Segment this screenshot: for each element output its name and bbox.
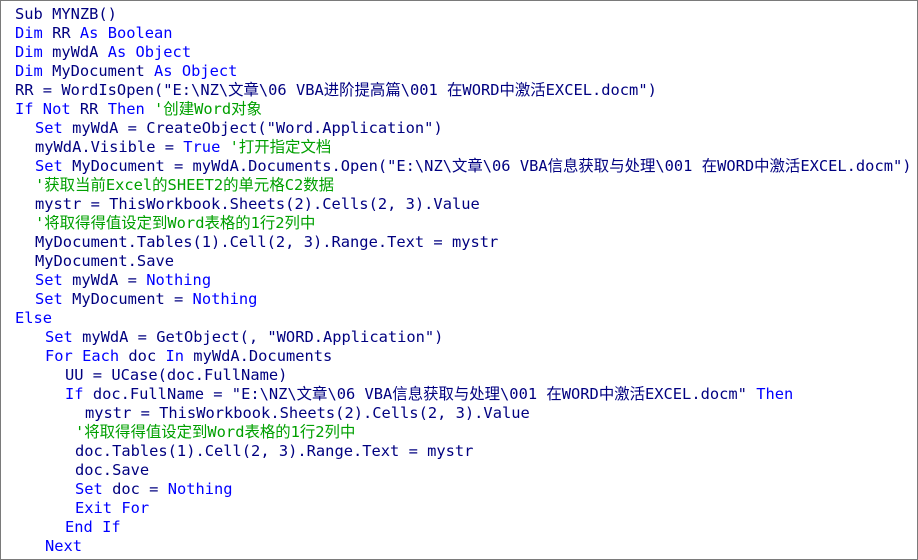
code-keyword: If bbox=[65, 385, 84, 403]
code-token: myWdA.Documents bbox=[184, 347, 333, 365]
code-line[interactable]: MyDocument.Tables(1).Cell(2, 3).Range.Te… bbox=[15, 233, 917, 252]
code-token: doc.Save bbox=[75, 461, 150, 479]
code-keyword: Then bbox=[756, 385, 794, 403]
code-keyword: End If bbox=[65, 518, 121, 536]
code-token: MyDocument.Tables(1).Cell(2, 3).Range.Te… bbox=[35, 233, 499, 251]
code-keyword: For Each bbox=[45, 347, 120, 365]
code-comment: '将取得得值设定到Word表格的1行2列中 bbox=[35, 214, 316, 232]
code-token: myWdA.Visible = bbox=[35, 138, 184, 156]
code-line[interactable]: '获取当前Excel的SHEET2的单元格C2数据 bbox=[15, 176, 917, 195]
code-line[interactable]: myWdA.Visible = True '打开指定文档 bbox=[15, 138, 917, 157]
code-line[interactable]: For Each doc In myWdA.Documents bbox=[15, 347, 917, 366]
code-keyword: Exit For bbox=[75, 499, 150, 517]
code-keyword: Next bbox=[45, 537, 83, 555]
code-keyword: True bbox=[183, 138, 221, 156]
code-line[interactable]: Set doc = Nothing bbox=[15, 480, 917, 499]
code-keyword: Set bbox=[45, 328, 73, 346]
code-token: RR bbox=[42, 24, 80, 42]
code-token: Sub MYNZB() bbox=[15, 5, 117, 23]
code-keyword: As Object bbox=[154, 62, 238, 80]
code-line[interactable]: Set myWdA = CreateObject("Word.Applicati… bbox=[15, 119, 917, 138]
code-token: MyDocument = myWdA.Documents.Open("E:\NZ… bbox=[62, 157, 912, 175]
code-keyword: Dim bbox=[15, 24, 43, 42]
code-token: mystr = ThisWorkbook.Sheets(2).Cells(2, … bbox=[35, 195, 480, 213]
code-token: doc bbox=[119, 347, 166, 365]
code-keyword: Then bbox=[107, 100, 145, 118]
code-comment: '将取得得值设定到Word表格的1行2列中 bbox=[75, 423, 356, 441]
code-token: MyDocument = bbox=[62, 290, 193, 308]
code-keyword: Dim bbox=[15, 43, 43, 61]
code-keyword: If Not bbox=[15, 100, 71, 118]
code-token: RR = WordIsOpen("E:\NZ\文章\06 VBA进阶提高篇\00… bbox=[15, 81, 657, 99]
code-token: doc.Tables(1).Cell(2, 3).Range.Text = my… bbox=[75, 442, 474, 460]
code-line[interactable]: Set myWdA = Nothing bbox=[15, 271, 917, 290]
code-keyword: As Boolean bbox=[79, 24, 173, 42]
code-line[interactable]: mystr = ThisWorkbook.Sheets(2).Cells(2, … bbox=[15, 195, 917, 214]
code-keyword: Nothing bbox=[167, 480, 233, 498]
code-line[interactable]: MyDocument.Save bbox=[15, 252, 917, 271]
code-line[interactable]: doc.Tables(1).Cell(2, 3).Range.Text = my… bbox=[15, 442, 917, 461]
code-token: UU = UCase(doc.FullName) bbox=[65, 366, 288, 384]
code-keyword: In bbox=[165, 347, 185, 365]
code-line[interactable]: '将取得得值设定到Word表格的1行2列中 bbox=[15, 214, 917, 233]
code-line[interactable]: Set MyDocument = myWdA.Documents.Open("E… bbox=[15, 157, 917, 176]
code-token: RR bbox=[70, 100, 108, 118]
code-line[interactable]: mystr = ThisWorkbook.Sheets(2).Cells(2, … bbox=[15, 404, 917, 423]
code-token: doc.FullName = "E:\NZ\文章\06 VBA信息获取与处理\0… bbox=[83, 385, 757, 403]
code-line[interactable]: Set MyDocument = Nothing bbox=[15, 290, 917, 309]
code-keyword: Set bbox=[35, 290, 63, 308]
code-token: myWdA = bbox=[62, 271, 147, 289]
code-token: doc = bbox=[102, 480, 168, 498]
code-line[interactable]: Sub MYNZB() bbox=[15, 5, 917, 24]
code-line[interactable]: Next bbox=[15, 537, 917, 556]
code-keyword: As Object bbox=[107, 43, 192, 61]
code-token: MyDocument bbox=[42, 62, 155, 80]
code-token: myWdA = CreateObject("Word.Application") bbox=[62, 119, 443, 137]
code-line[interactable]: End If bbox=[15, 518, 917, 537]
code-comment: '打开指定文档 bbox=[220, 138, 332, 156]
code-token: mystr = ThisWorkbook.Sheets(2).Cells(2, … bbox=[85, 404, 530, 422]
code-keyword: Set bbox=[35, 119, 63, 137]
code-line[interactable]: Dim MyDocument As Object bbox=[15, 62, 917, 81]
code-line[interactable]: doc.Save bbox=[15, 461, 917, 480]
code-line[interactable]: RR = WordIsOpen("E:\NZ\文章\06 VBA进阶提高篇\00… bbox=[15, 81, 917, 100]
code-keyword: Set bbox=[35, 271, 63, 289]
code-line[interactable]: '将取得得值设定到Word表格的1行2列中 bbox=[15, 423, 917, 442]
code-keyword: Nothing bbox=[146, 271, 212, 289]
code-comment: '获取当前Excel的SHEET2的单元格C2数据 bbox=[35, 176, 335, 194]
code-keyword: Set bbox=[35, 157, 63, 175]
code-keyword: Else bbox=[15, 309, 53, 327]
code-line[interactable]: Set myWdA = GetObject(, "WORD.Applicatio… bbox=[15, 328, 917, 347]
code-line[interactable]: Else bbox=[15, 309, 917, 328]
code-token: myWdA bbox=[42, 43, 108, 61]
code-line[interactable]: Exit For bbox=[15, 499, 917, 518]
code-keyword: Set bbox=[75, 480, 103, 498]
code-line[interactable]: Dim myWdA As Object bbox=[15, 43, 917, 62]
code-keyword: Nothing bbox=[192, 290, 258, 308]
code-token: MyDocument.Save bbox=[35, 252, 174, 270]
code-token: myWdA = GetObject(, "WORD.Application") bbox=[72, 328, 444, 346]
code-comment: '创建Word对象 bbox=[144, 100, 262, 118]
code-keyword: Dim bbox=[15, 62, 43, 80]
code-line[interactable]: If Not RR Then '创建Word对象 bbox=[15, 100, 917, 119]
code-line[interactable]: If doc.FullName = "E:\NZ\文章\06 VBA信息获取与处… bbox=[15, 385, 917, 404]
code-line[interactable]: UU = UCase(doc.FullName) bbox=[15, 366, 917, 385]
code-line[interactable]: Dim RR As Boolean bbox=[15, 24, 917, 43]
